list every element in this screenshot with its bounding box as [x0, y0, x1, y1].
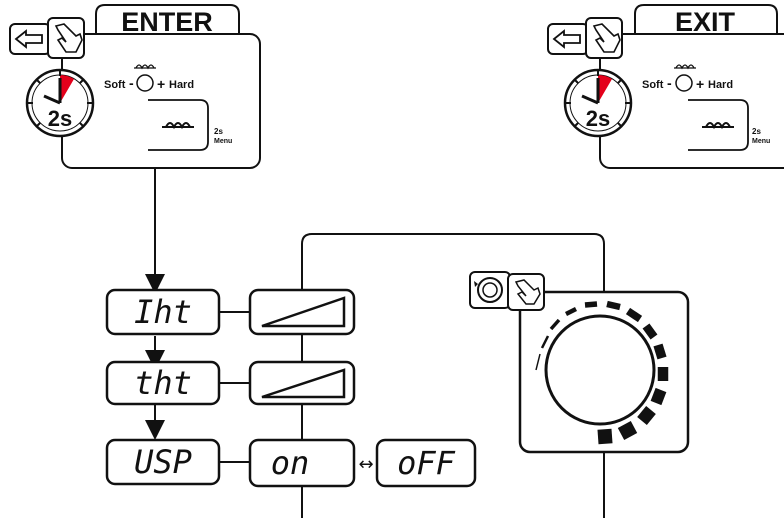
- knob-panel: [469, 271, 690, 454]
- enter-menu-hint-time: 2s: [214, 127, 223, 136]
- enter-timer-label: 2s: [48, 106, 72, 131]
- inductance-coil-icon[interactable]: [688, 99, 749, 151]
- menu-row-usp[interactable]: USP: [105, 438, 221, 486]
- ramp-icon: [261, 296, 346, 328]
- toggle-off-label: oFF: [397, 444, 456, 482]
- enter-soft-label: Soft: [104, 79, 126, 91]
- exit-tab-label: EXIT: [675, 7, 736, 37]
- exit-panel: EXIT 2s Soft -: [547, 4, 784, 169]
- stopwatch-icon: 2s: [25, 68, 95, 138]
- exit-hard-label: Hard: [708, 79, 733, 91]
- rotary-knob-icon: [469, 271, 511, 309]
- toggle-off-box[interactable]: oFF: [375, 438, 477, 488]
- coil-icon: [135, 64, 155, 70]
- toggle-arrow-icon: ↔: [358, 454, 373, 475]
- menu-row-iht[interactable]: Iht: [105, 288, 221, 336]
- hand-press-icon: [507, 273, 545, 311]
- enter-hard-label: Hard: [169, 79, 194, 91]
- exit-timer-label: 2s: [586, 106, 610, 131]
- enter-tab-label: ENTER: [121, 7, 213, 37]
- exit-plus-sign: +: [696, 76, 704, 92]
- menu-row-code: Iht: [134, 293, 192, 331]
- enter-menu-hint-label: Menu: [214, 138, 232, 145]
- enter-soft-hard-selector: Soft - + Hard: [104, 64, 194, 92]
- hand-press-icon: [585, 17, 623, 59]
- enter-minus-sign: -: [129, 75, 134, 91]
- flow-connectors: [145, 168, 605, 518]
- knob-dial-icon[interactable]: [535, 300, 669, 445]
- inductance-coil-icon[interactable]: [148, 99, 209, 151]
- ramp-value-box-tht: [248, 360, 356, 406]
- exit-soft-label: Soft: [642, 79, 664, 91]
- menu-row-code: USP: [134, 443, 192, 481]
- menu-row-tht[interactable]: tht: [105, 360, 221, 406]
- enter-panel: ENTER 2s: [9, 4, 261, 169]
- toggle-on-box[interactable]: on: [248, 438, 356, 488]
- stopwatch-icon: 2s: [563, 68, 633, 138]
- exit-menu-hint-label: Menu: [752, 138, 770, 145]
- back-arrow-icon[interactable]: [547, 23, 589, 55]
- back-arrow-icon[interactable]: [9, 23, 51, 55]
- exit-soft-hard-selector: Soft - + Hard: [642, 64, 733, 92]
- coil-icon: [675, 64, 695, 70]
- exit-menu-hint-time: 2s: [752, 127, 761, 136]
- hand-press-icon: [47, 17, 85, 59]
- ramp-value-box-iht: [248, 288, 356, 336]
- menu-row-code: tht: [134, 364, 192, 402]
- enter-selector-knob[interactable]: [136, 74, 154, 92]
- enter-plus-sign: +: [157, 76, 165, 92]
- exit-selector-knob[interactable]: [675, 74, 693, 92]
- exit-minus-sign: -: [667, 75, 672, 91]
- toggle-on-label: on: [271, 444, 310, 482]
- ramp-icon: [261, 368, 346, 399]
